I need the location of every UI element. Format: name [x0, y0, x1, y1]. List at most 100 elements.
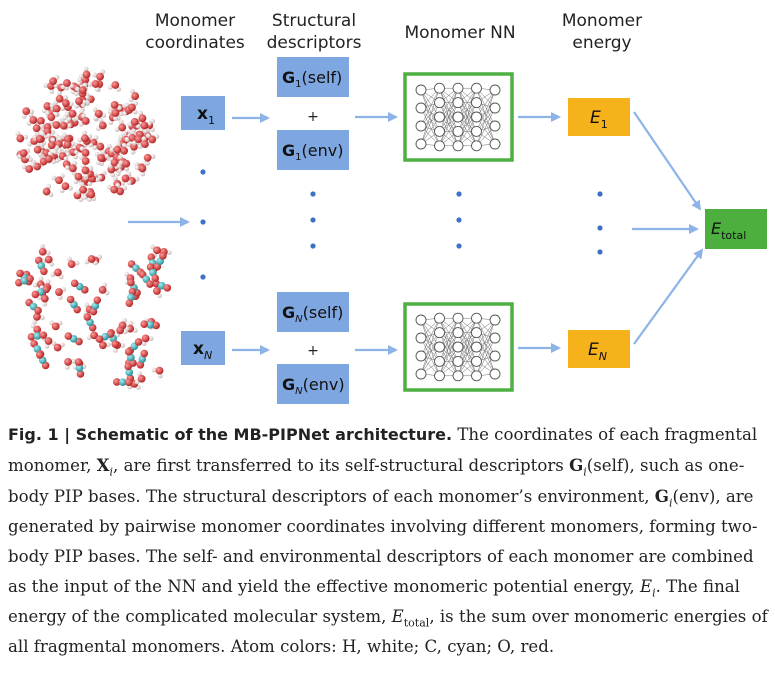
ellipsis-dot — [456, 217, 462, 223]
oxygen-atom — [98, 121, 107, 130]
header-coords-line1: Monomer — [155, 11, 235, 31]
nn-connection — [476, 319, 496, 362]
hydrogen-atom — [92, 72, 98, 78]
caption-text-6: , is the sum over monomeric energies of … — [8, 607, 768, 656]
hydrogen-atom — [129, 130, 135, 135]
nn-neuron — [489, 314, 501, 326]
nn-connection — [439, 88, 459, 132]
oxygen-atom — [52, 121, 61, 129]
ellipsis-dot — [310, 191, 316, 197]
hydrogen-atom — [107, 109, 113, 115]
oxygen-atom — [81, 157, 90, 165]
oxygen-atom — [33, 145, 42, 154]
nn-connection — [476, 89, 496, 132]
hydrogen-atom — [50, 137, 56, 143]
hydrogen-atom — [82, 130, 87, 136]
nn-connection — [420, 346, 440, 375]
nn-connection — [457, 116, 477, 146]
hydrogen-atom — [146, 120, 152, 126]
hydrogen-atom — [108, 120, 114, 125]
nn-connection — [476, 107, 496, 146]
gn-self-label: GN(self) — [282, 303, 343, 325]
oxygen-atom — [47, 141, 56, 150]
oxygen-atom — [82, 70, 91, 79]
nn-connection — [476, 319, 496, 376]
oxygen-atom — [124, 348, 133, 356]
nn-neuron — [471, 82, 482, 94]
hydrogen-atom — [102, 282, 108, 288]
nn-connection — [439, 116, 459, 146]
oxygen-atom — [127, 278, 135, 287]
arrow-e1-to-total — [633, 111, 702, 211]
hydrogen-atom — [60, 106, 66, 112]
oxygen-atom — [51, 322, 60, 331]
hydrogen-atom — [74, 116, 80, 121]
oxygen-atom — [148, 135, 157, 144]
oxygen-atom — [42, 187, 51, 196]
header-energy-line1: Monomer — [562, 11, 642, 31]
hydrogen-atom — [124, 102, 130, 108]
nn-neuron — [415, 120, 427, 132]
nn-neuron — [434, 140, 445, 152]
en-label: EN — [588, 340, 607, 363]
oxygen-atom — [79, 185, 88, 194]
caption-symbol-e: E — [391, 607, 404, 626]
nn-neuron — [489, 120, 501, 132]
hydrogen-atom — [40, 243, 45, 249]
nn-neuron — [471, 370, 482, 382]
oxygen-atom — [128, 287, 137, 296]
nn-connection — [420, 107, 440, 146]
oxygen-atom — [75, 97, 83, 106]
nn-connection — [476, 116, 496, 145]
nn-neuron — [452, 312, 464, 324]
hydrogen-atom — [64, 111, 70, 117]
oxygen-atom — [91, 80, 100, 88]
oxygen-atom — [33, 162, 42, 171]
oxygen-atom — [120, 146, 129, 155]
header-descriptors-line2: descriptors — [267, 33, 362, 53]
nn-connection — [439, 332, 459, 376]
hydrogen-atom — [71, 358, 76, 364]
oxygen-atom — [153, 246, 161, 255]
hydrogen-atom — [140, 171, 146, 177]
en-box — [568, 330, 630, 368]
hydrogen-atom — [23, 134, 29, 140]
nn-neuron — [489, 102, 501, 114]
oxygen-atom — [35, 134, 44, 143]
oxygen-atom — [138, 114, 147, 123]
oxygen-atom — [81, 166, 90, 175]
caption-text-3: , such as one-body PIP bases. The struct… — [8, 456, 745, 506]
oxygen-atom — [61, 182, 70, 191]
oxygen-atom — [110, 158, 119, 167]
hydrogen-atom — [70, 141, 76, 147]
oxygen-atom — [64, 332, 73, 340]
nn-connection — [439, 318, 459, 376]
oxygen-atom — [40, 267, 48, 276]
nn-connection — [476, 319, 496, 348]
oxygen-atom — [43, 102, 52, 110]
nn-neuron — [434, 341, 445, 353]
nn-connection — [457, 88, 477, 146]
hydrogen-atom — [120, 180, 126, 186]
nn-neuron — [434, 327, 445, 339]
hydrogen-atom — [46, 184, 52, 189]
caption-self: (self) — [586, 456, 630, 475]
nn-neuron — [471, 111, 482, 123]
oxygen-atom — [138, 164, 147, 173]
oxygen-atom — [66, 295, 75, 304]
nn-neuron — [415, 350, 427, 362]
hydrogen-atom — [73, 179, 79, 185]
hydrogen-atom — [34, 131, 40, 137]
nn-connection — [476, 332, 496, 375]
g1-env-box — [277, 130, 349, 170]
nn-neuron — [452, 111, 464, 123]
nn-connection — [457, 318, 477, 362]
nn-connection — [420, 319, 440, 362]
oxygen-atom — [151, 274, 160, 282]
hydrogen-atom — [83, 173, 89, 179]
hydrogen-atom — [74, 91, 79, 96]
oxygen-atom — [140, 121, 149, 130]
oxygen-atom — [116, 187, 125, 196]
oxygen-atom — [143, 153, 152, 162]
oxygen-atom — [95, 335, 104, 344]
